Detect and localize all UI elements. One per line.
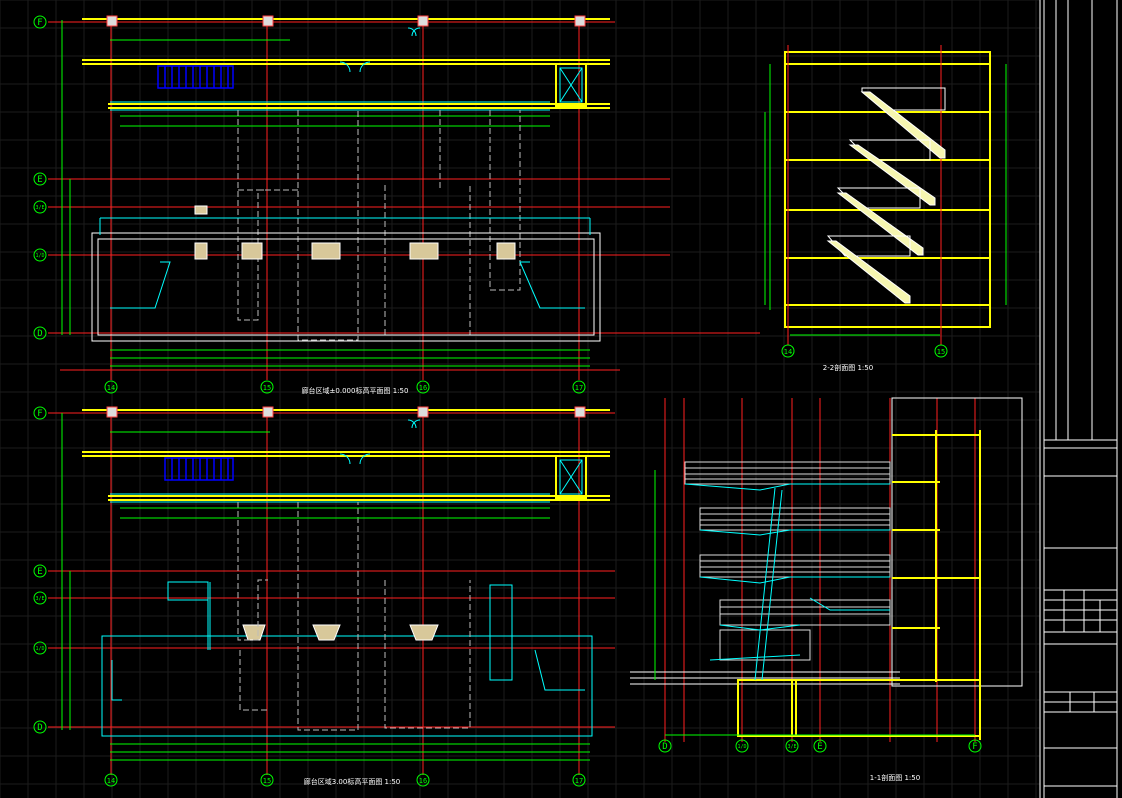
plan-top-title: 廊台区域±0.000标高平面图 1:50 <box>302 386 409 395</box>
section-22-title: 2-2剖面图 1:50 <box>823 363 873 372</box>
axis-top-col-1: 15 <box>263 384 271 392</box>
axis-top-row-3: 1/D <box>35 253 44 259</box>
axis-22-1: 15 <box>937 348 945 356</box>
axis-bottom-col-2: 16 <box>419 777 427 785</box>
section-11-title: 1-1剖面图 1:50 <box>870 773 920 782</box>
axis-top-col-0: 14 <box>107 384 115 392</box>
axis-bottom-row-1: E <box>37 567 42 577</box>
axis-11-0: D <box>662 742 667 752</box>
axis-bottom-row-3: 1/D <box>35 646 44 652</box>
axis-11-2: 3/E <box>787 744 796 750</box>
axis-top-col-3: 17 <box>575 384 583 392</box>
axis-11-3: E <box>817 742 822 752</box>
stair-plan-top <box>157 65 234 89</box>
axis-top-row-2: 3/E <box>35 205 44 211</box>
section-1-1: D 1/D 3/E E F 1-1剖面图 1:50 <box>630 397 1023 782</box>
axis-bottom-col-1: 15 <box>263 777 271 785</box>
axis-bottom-row-2: 3/E <box>35 596 44 602</box>
axis-top-row-4: D <box>37 329 42 339</box>
axis-bottom-col-3: 17 <box>575 777 583 785</box>
stair-plan-bottom <box>164 457 234 481</box>
stair-flights-1-1 <box>684 461 891 661</box>
stair-flights-2-2 <box>826 87 946 304</box>
axis-bottom-row-0: F <box>37 409 42 419</box>
axis-bottom-row-4: D <box>37 723 42 733</box>
title-block <box>1039 0 1118 798</box>
axis-top-row-1: E <box>37 175 42 185</box>
axis-22-0: 14 <box>784 348 792 356</box>
axis-top-col-2: 16 <box>419 384 427 392</box>
background-grid <box>0 0 1040 798</box>
axis-11-4: F <box>972 742 977 752</box>
axis-11-1: 1/D <box>737 744 746 750</box>
plan-top: F E 3/E 1/D D 14 15 16 17 廊台区域±0.000标高平面… <box>33 15 760 395</box>
section-2-2: 14 15 2-2剖面图 1:50 <box>764 45 1007 372</box>
axis-bottom-col-0: 14 <box>107 777 115 785</box>
plan-bottom: F E 3/E 1/D D 14 15 16 17 廊台区域3.00标高平面图 … <box>33 406 615 787</box>
axis-top-row-0: F <box>37 18 42 28</box>
plan-bottom-title: 廊台区域3.00标高平面图 1:50 <box>304 777 401 786</box>
